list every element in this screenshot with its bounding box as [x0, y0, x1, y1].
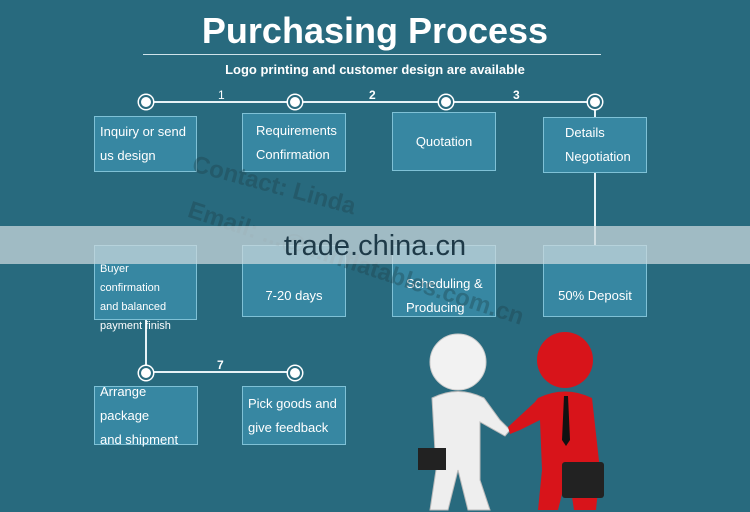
subtitle: Logo printing and customer design are av…	[225, 62, 525, 77]
page-title: Purchasing Process	[201, 10, 549, 51]
step-number: 3	[513, 88, 520, 102]
step-number: 2	[369, 88, 376, 102]
handshake-illustration	[418, 332, 604, 511]
top-connector	[146, 101, 595, 103]
tie-icon	[562, 396, 570, 446]
step-node	[288, 366, 302, 380]
briefcase-icon	[562, 462, 604, 498]
briefcase-icon	[418, 448, 446, 470]
step-number: 7	[217, 358, 224, 372]
right-connector	[594, 102, 596, 262]
title-divider	[143, 54, 601, 55]
left-connector	[145, 318, 147, 372]
step-node	[439, 95, 453, 109]
bottom-connector	[146, 371, 295, 373]
step-number: 1	[218, 88, 225, 102]
step-node	[139, 366, 153, 380]
step-node	[588, 95, 602, 109]
step-node	[288, 95, 302, 109]
watermark-banner: trade.china.cn	[0, 226, 750, 264]
step-node	[139, 95, 153, 109]
step-box-quotation: Quotation	[392, 112, 496, 171]
